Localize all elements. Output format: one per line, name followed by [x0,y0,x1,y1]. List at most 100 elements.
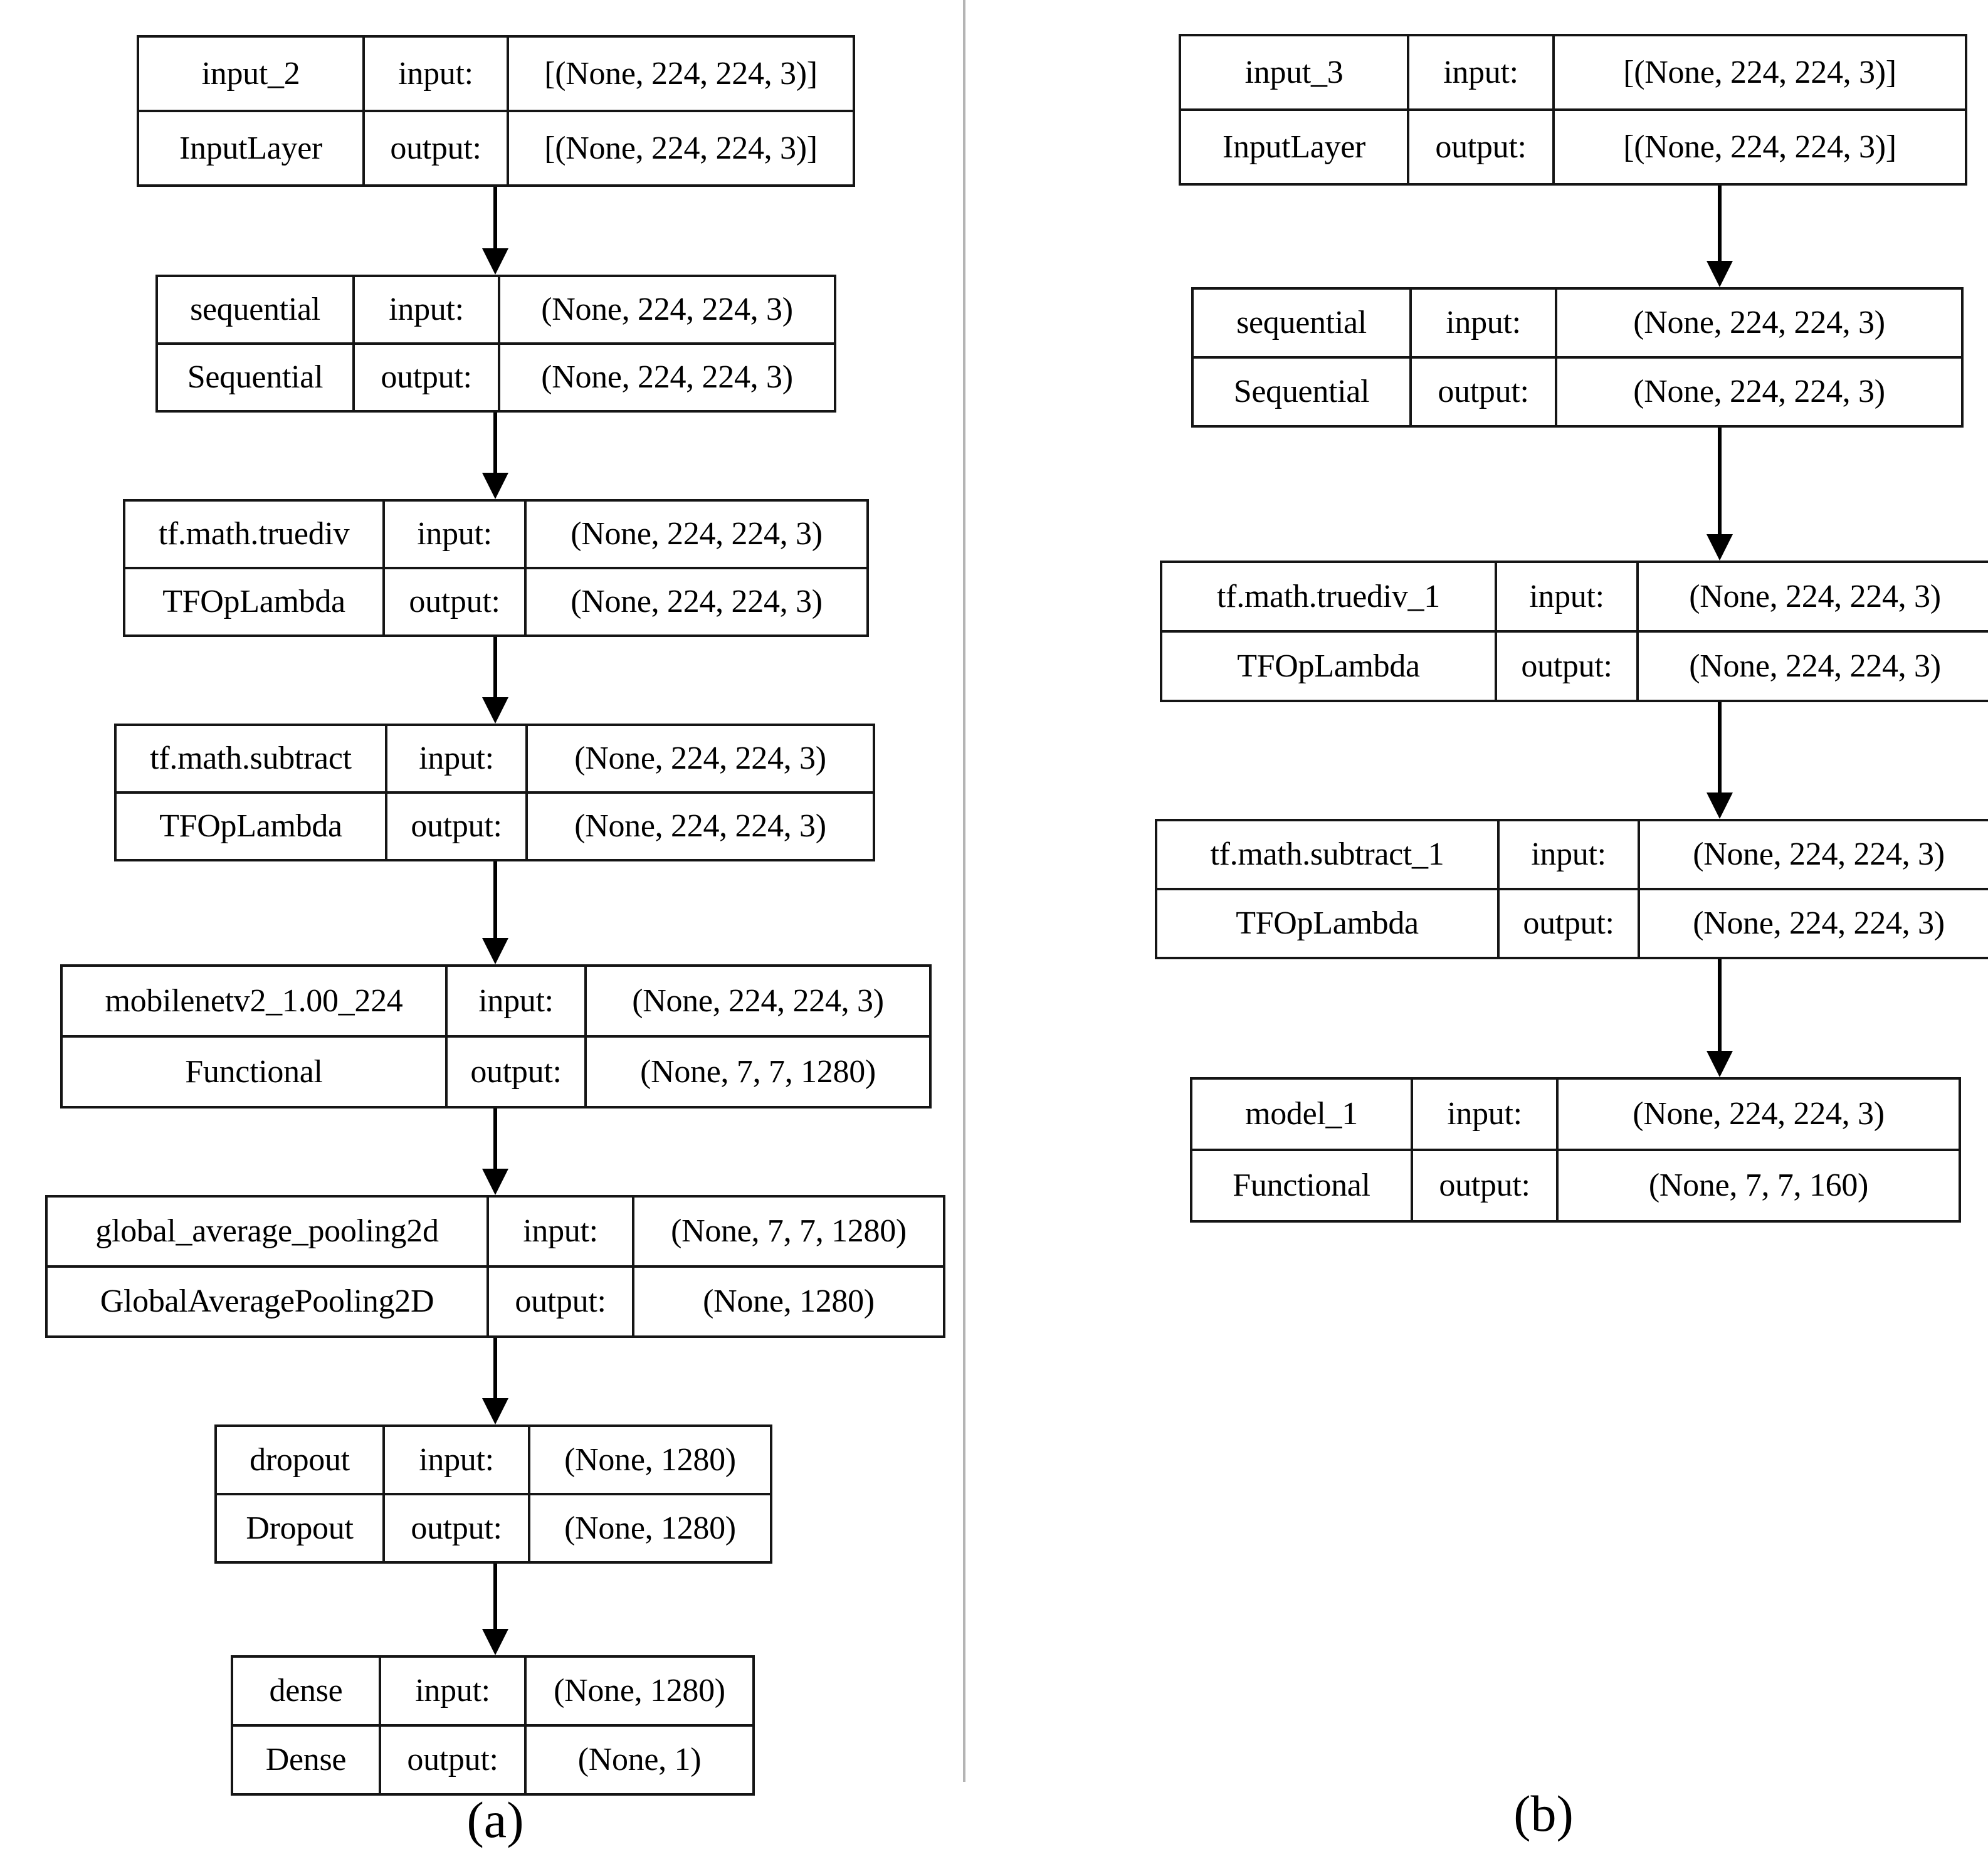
input-label: input: [486,1198,632,1265]
input-row: sequential input:(None, 224, 224, 3) [158,277,834,342]
input-label: input: [382,502,524,567]
input-shape: [(None, 224, 224, 3)] [1552,36,1965,108]
layer-name: sequential [190,292,320,327]
output-label: output: [1411,1151,1556,1220]
output-shape: (None, 224, 224, 3) [1636,633,1988,700]
panel-divider [963,0,965,1782]
layer-node-sequential: sequential input:(None, 224, 224, 3)Seque… [155,275,836,413]
layer-class: Functional [185,1053,323,1090]
input-row: global_average_pooling2d input:(None, 7, … [48,1198,943,1265]
arrow-shaft [1718,186,1722,262]
arrow-head-icon [482,1169,508,1195]
layer-name: input_3 [1244,54,1344,90]
layer-class: GlobalAveragePooling2D [100,1283,434,1319]
layer-node-tf-math-subtract: tf.math.subtract input:(None, 224, 224, 3… [114,724,875,861]
layer-class: InputLayer [179,130,322,166]
output-label: output: [445,1038,584,1106]
output-shape: [(None, 224, 224, 3)] [507,112,853,184]
arrow-shaft [1718,428,1722,535]
input-label: input: [1409,290,1555,356]
input-shape: (None, 1280) [528,1427,770,1493]
layer-class: TFOpLambda [159,808,342,844]
arrow-head-icon [482,697,508,724]
output-row: TFOpLambda output:(None, 224, 224, 3) [125,567,866,634]
output-row: GlobalAveragePooling2D output:(None, 1280… [48,1265,943,1335]
layer-name: sequential [1236,305,1367,340]
layer-class: Functional [1233,1167,1370,1203]
input-label: input: [1497,821,1638,888]
input-label: input: [352,277,498,342]
input-shape: (None, 224, 224, 3) [1638,821,1988,888]
layer-name: dropout [250,1441,350,1478]
layer-name: global_average_pooling2d [95,1213,439,1249]
output-shape: (None, 1280) [528,1495,770,1561]
output-label: output: [1497,890,1638,957]
arrow-head-icon [1707,792,1733,819]
output-row: Functional output:(None, 7, 7, 160) [1192,1149,1959,1220]
output-label: output: [382,1495,528,1561]
layer-node-global-average-pooling2d: global_average_pooling2d input:(None, 7, … [45,1195,945,1338]
layer-name: tf.math.subtract_1 [1210,836,1444,872]
layer-class: TFOpLambda [1237,648,1420,684]
output-shape: (None, 224, 224, 3) [525,794,873,859]
layer-node-tf-math-subtract-1: tf.math.subtract_1 input:(None, 224, 224,… [1155,819,1988,959]
arrow-head-icon [482,938,508,964]
arrow-shaft [493,187,497,250]
input-row: tf.math.subtract input:(None, 224, 224, 3… [117,726,873,791]
layer-class: Dense [265,1742,347,1777]
layer-name: mobilenetv2_1.00_224 [105,982,403,1019]
input-shape: (None, 224, 224, 3) [1636,563,1988,630]
input-label: input: [445,967,584,1035]
output-shape: (None, 224, 224, 3) [1555,359,1961,425]
output-label: output: [382,569,524,634]
input-shape: (None, 224, 224, 3) [525,726,873,791]
layer-name: tf.math.subtract [150,740,352,776]
input-label: input: [362,38,507,110]
panel-caption-b: (b) [1513,1785,1574,1842]
output-shape: (None, 1) [524,1727,752,1793]
input-row: tf.math.subtract_1 input:(None, 224, 224,… [1157,821,1988,888]
panel-caption-a: (a) [466,1791,524,1848]
layer-name: model_1 [1245,1096,1358,1132]
arrow-shaft [493,413,497,474]
input-shape: (None, 224, 224, 3) [498,277,834,342]
layer-class: TFOpLambda [162,584,345,619]
output-shape: (None, 224, 224, 3) [524,569,866,634]
output-row: InputLayer output:[(None, 224, 224, 3)] [139,110,853,184]
input-label: input: [379,1658,524,1724]
input-shape: (None, 7, 7, 1280) [632,1198,943,1265]
arrow-head-icon [482,1398,508,1424]
input-label: input: [385,726,525,791]
arrow-shaft [1718,959,1722,1052]
output-label: output: [486,1268,632,1335]
output-shape: (None, 7, 7, 160) [1556,1151,1959,1220]
input-label: input: [1495,563,1636,630]
arrow-head-icon [1707,534,1733,561]
input-shape: (None, 224, 224, 3) [524,502,866,567]
output-shape: (None, 224, 224, 3) [1638,890,1988,957]
output-label: output: [362,112,507,184]
output-label: output: [352,345,498,410]
output-shape: (None, 1280) [632,1268,943,1335]
arrow-head-icon [482,473,508,499]
